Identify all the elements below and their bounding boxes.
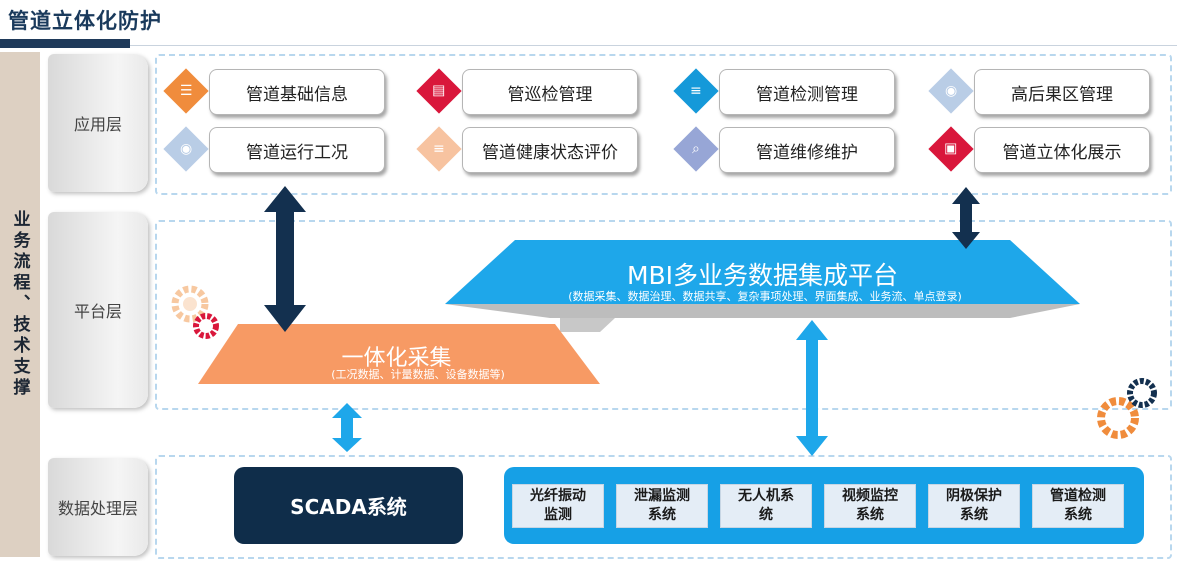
layer-tab-platform: 平台层 <box>48 212 148 408</box>
layer-label-platform: 平台层 <box>73 302 122 321</box>
layer-label-data: 数据处理层 <box>57 499 138 518</box>
app-module-button[interactable]: 管道检测管理 <box>719 69 895 115</box>
arrow-app-to-collection <box>264 186 306 332</box>
collection-subtitle: (工况数据、计量数据、设备数据等) <box>331 368 505 381</box>
subsystem-label-line1: 无人机系 <box>738 488 794 504</box>
subsystem-label-line1: 管道检测 <box>1050 488 1106 504</box>
app-module-button[interactable]: 管道基础信息 <box>209 69 385 115</box>
side-label: 业务流程、技术支撑 <box>9 210 30 399</box>
layer-label-application: 应用层 <box>73 115 122 134</box>
subsystem-item: 管道检测系统 <box>1032 484 1124 528</box>
subsystem-label-line2: 统 <box>759 507 773 523</box>
subsystem-item: 阴极保护系统 <box>928 484 1020 528</box>
title-underline-bar <box>0 39 130 48</box>
app-module-button[interactable]: 管道健康状态评价 <box>462 127 638 173</box>
subsystem-label-line1: 阴极保护 <box>946 488 1002 504</box>
layer-tab-application: 应用层 <box>48 54 148 192</box>
collection-title: 一体化采集 <box>341 346 452 371</box>
mbi-platform-shape <box>445 240 1080 304</box>
subsystem-label-line2: 系统 <box>960 507 988 523</box>
app-module-button[interactable]: 管道立体化展示 <box>974 127 1150 173</box>
subsystem-item: 视频监控系统 <box>824 484 916 528</box>
collection-shape <box>198 324 600 384</box>
subsystem-label-line2: 监测 <box>544 507 572 523</box>
scada-system: SCADA系统 <box>234 467 463 544</box>
side-band <box>0 52 40 557</box>
layer-tab-data: 数据处理层 <box>48 458 148 556</box>
arrow-platform-to-subsystems <box>796 320 828 456</box>
app-module-button[interactable]: 管巡检管理 <box>462 69 638 115</box>
platform-layer-box <box>155 220 1172 410</box>
subsystem-label-line2: 系统 <box>648 507 676 523</box>
arrow-app-to-platform <box>952 187 980 249</box>
subsystem-label-line2: 系统 <box>1064 507 1092 523</box>
subsystem-item: 泄漏监测系统 <box>616 484 708 528</box>
gear-icon <box>171 285 219 339</box>
platform-shadow-tail <box>560 318 615 332</box>
page-title: 管道立体化防护 <box>8 9 162 33</box>
subsystem-label-line1: 光纤振动 <box>530 488 586 504</box>
app-module-button[interactable]: 高后果区管理 <box>974 69 1150 115</box>
title-divider <box>130 45 1177 46</box>
subsystem-label-line1: 泄漏监测 <box>634 488 690 504</box>
mbi-platform-subtitle: (数据采集、数据治理、数据共享、复杂事项处理、界面集成、业务流、单点登录) <box>568 290 962 303</box>
subsystem-item: 光纤振动监测 <box>512 484 604 528</box>
platform-shadow <box>445 304 1080 318</box>
app-module-button[interactable]: 管道维修维护 <box>719 127 895 173</box>
subsystem-item: 无人机系统 <box>720 484 812 528</box>
arrow-collection-to-scada <box>332 403 362 452</box>
app-module-button[interactable]: 管道运行工况 <box>209 127 385 173</box>
application-layer-box <box>155 54 1172 195</box>
subsystem-label-line2: 系统 <box>856 507 884 523</box>
data-layer-box <box>155 455 1172 559</box>
gear-icon <box>1097 378 1157 439</box>
subsystem-label-line1: 视频监控 <box>842 488 898 504</box>
mbi-platform-title: MBI多业务数据集成平台 <box>626 261 899 290</box>
